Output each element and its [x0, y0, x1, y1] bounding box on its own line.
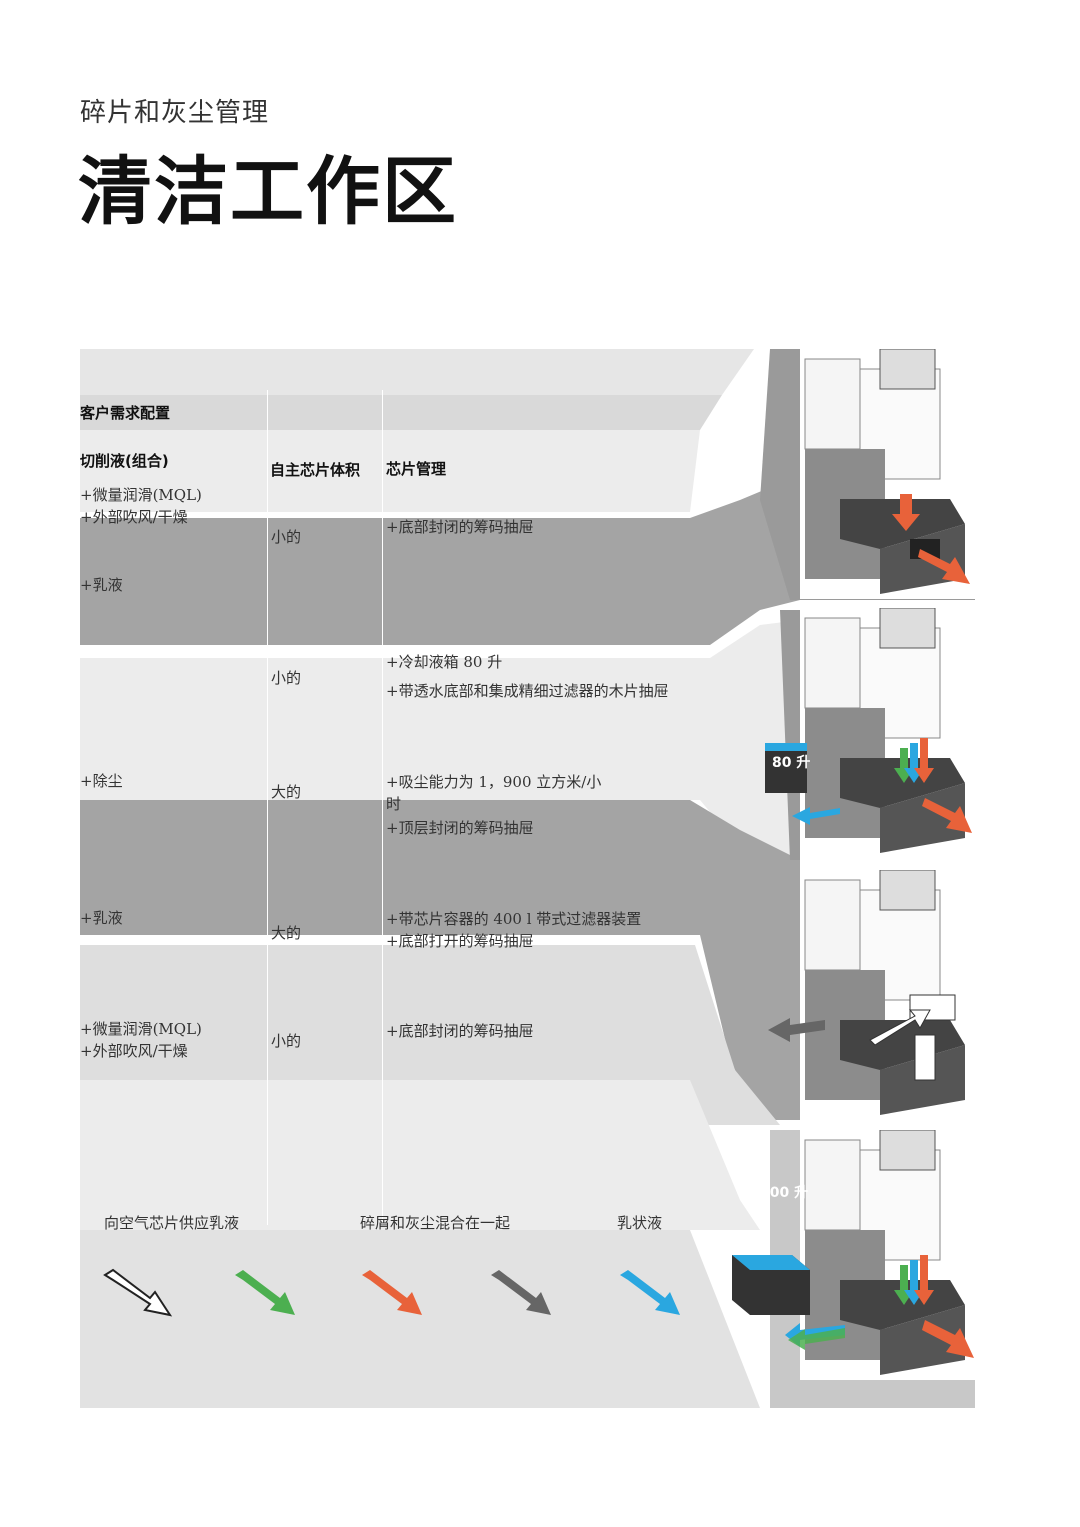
machine-illustration-4: [732, 1130, 976, 1380]
machine-label-80: 80 升: [772, 755, 811, 771]
row3-management-1: +吸尘能力为 1，900 立方米/小时: [386, 773, 602, 813]
machine-illustration-1: [800, 349, 976, 599]
orange-arrow-icon: [362, 1270, 422, 1315]
row3-volume: 大的: [271, 783, 302, 801]
row4-coolant: +乳液: [80, 909, 123, 927]
row4-management-1: +带芯片容器的 400 l 带式过滤器装置: [386, 910, 642, 928]
machine-illustration-3: [768, 870, 976, 1120]
row3-coolant: +除尘: [80, 772, 123, 790]
row5-management: +底部封闭的筹码抽屉: [386, 1022, 534, 1040]
band-3: [80, 430, 700, 512]
band-light-5: [80, 1230, 760, 1408]
column-divider-4: [382, 1080, 383, 1225]
row4-management-2: +底部打开的筹码抽屉: [386, 932, 534, 950]
machine-label-400: 400 升: [760, 1185, 809, 1201]
column-divider-1: [267, 390, 268, 1080]
legend-label-5: 乳状液: [617, 1214, 663, 1232]
green-arrow-icon: [235, 1270, 295, 1315]
machine-illustration-2: [765, 608, 976, 860]
row5-coolant: +微量润滑(MQL) +外部吹风/干燥: [80, 1020, 202, 1060]
row1-coolant-2: +乳液: [80, 576, 123, 594]
header-volume: 自主芯片体积: [270, 461, 361, 479]
page-subtitle: 碎片和灰尘管理: [80, 98, 270, 128]
band-dark-1: [80, 475, 800, 645]
row2-volume: 小的: [271, 669, 302, 687]
row5-volume: 小的: [271, 1032, 302, 1050]
row3-management-2: +顶层封闭的筹码抽屉: [386, 819, 534, 837]
band-dark-2: [80, 800, 975, 1120]
column-divider-2: [382, 390, 383, 1080]
row2-management-1: +冷却液箱 80 升: [386, 653, 503, 671]
row2-management-2: +带透水底部和集成精细过滤器的木片抽屉: [386, 682, 669, 700]
band-2: [80, 395, 722, 430]
row1-coolant: +微量润滑(MQL) +外部吹风/干燥: [80, 486, 202, 526]
legend-label-3: 碎屑和灰尘混合在一起: [360, 1214, 511, 1232]
legend-label-1: 向空气芯片供应乳液: [104, 1214, 240, 1232]
legend-arrows: [103, 1268, 680, 1317]
page-title: 清洁工作区: [78, 149, 458, 235]
blue-arrow-icon: [620, 1270, 680, 1315]
row1-volume: 小的: [271, 528, 302, 546]
header-config: 客户需求配置: [80, 404, 171, 422]
band-1: [80, 349, 754, 395]
gray-arrow-icon: [491, 1270, 551, 1315]
outline-arrow-icon: [103, 1268, 173, 1317]
header-management: 芯片管理: [386, 460, 447, 478]
column-divider-3: [267, 1080, 268, 1225]
row1-management: +底部封闭的筹码抽屉: [386, 518, 534, 536]
header-coolant: 切削液(组合): [80, 452, 169, 470]
band-light-4: [80, 1080, 760, 1230]
row4-volume: 大的: [271, 924, 302, 942]
